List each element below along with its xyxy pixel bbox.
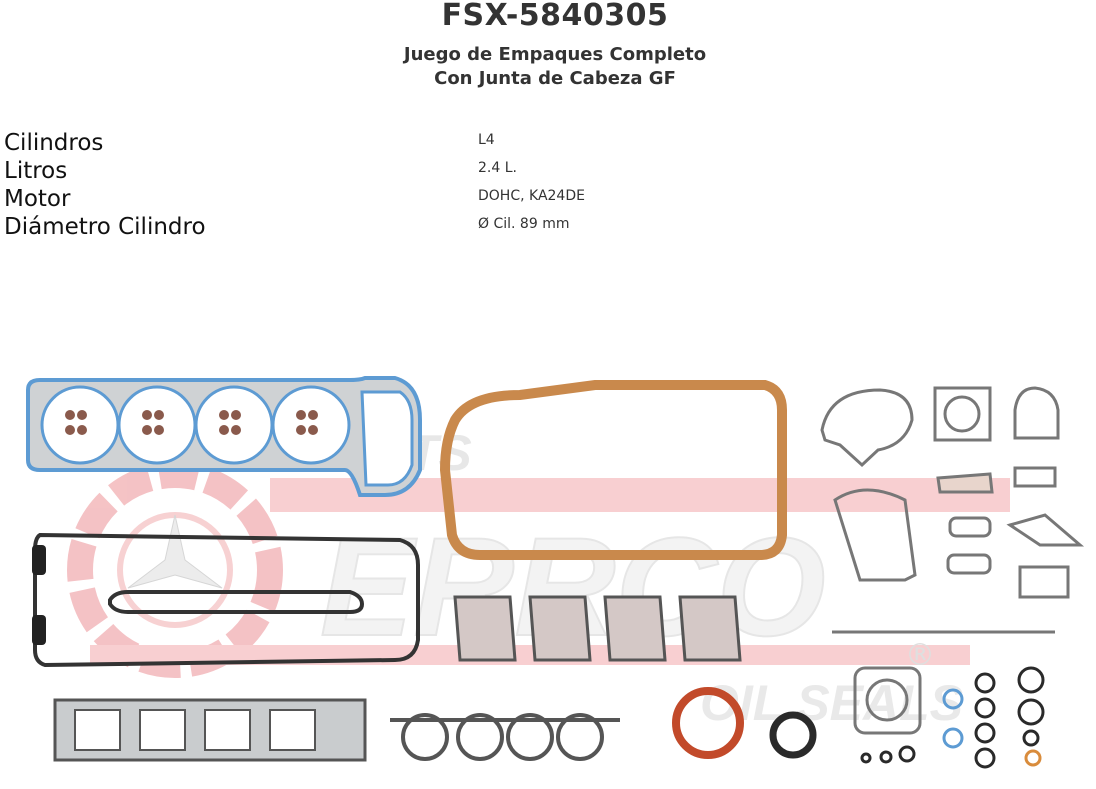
exhaust-manifold-gaskets — [453, 595, 742, 662]
crank-seals — [672, 687, 817, 759]
small-gaskets — [820, 386, 1085, 735]
valve-cover-gasket — [32, 532, 420, 668]
spec-value-cylinders: L4 — [478, 132, 495, 148]
spec-value-liters: 2.4 L. — [478, 160, 517, 176]
spec-value-bore: Ø Cil. 89 mm — [478, 216, 570, 232]
intake-manifold-gasket — [53, 698, 367, 762]
spec-value-engine: DOHC, KA24DE — [478, 188, 585, 204]
subtitle-line-1: Juego de Empaques Completo — [403, 44, 707, 65]
o-rings — [860, 666, 1045, 769]
spec-label-liters: Litros — [4, 158, 68, 184]
spec-label-engine: Motor — [4, 186, 71, 212]
oil-pan-gasket — [439, 380, 787, 560]
page-title: FSX-5840305 — [441, 0, 669, 33]
subtitle-line-2: Con Junta de Cabeza GF — [434, 68, 676, 89]
spec-label-cylinders: Cilindros — [4, 130, 104, 156]
spec-label-bore: Diámetro Cilindro — [4, 214, 206, 240]
watermark-star-icon — [127, 514, 223, 589]
head-gasket — [26, 376, 422, 497]
throttle-gasket — [390, 713, 620, 761]
gasket-kit-image: GASKETS ERRCO OIL SEALS ® — [26, 376, 1085, 769]
